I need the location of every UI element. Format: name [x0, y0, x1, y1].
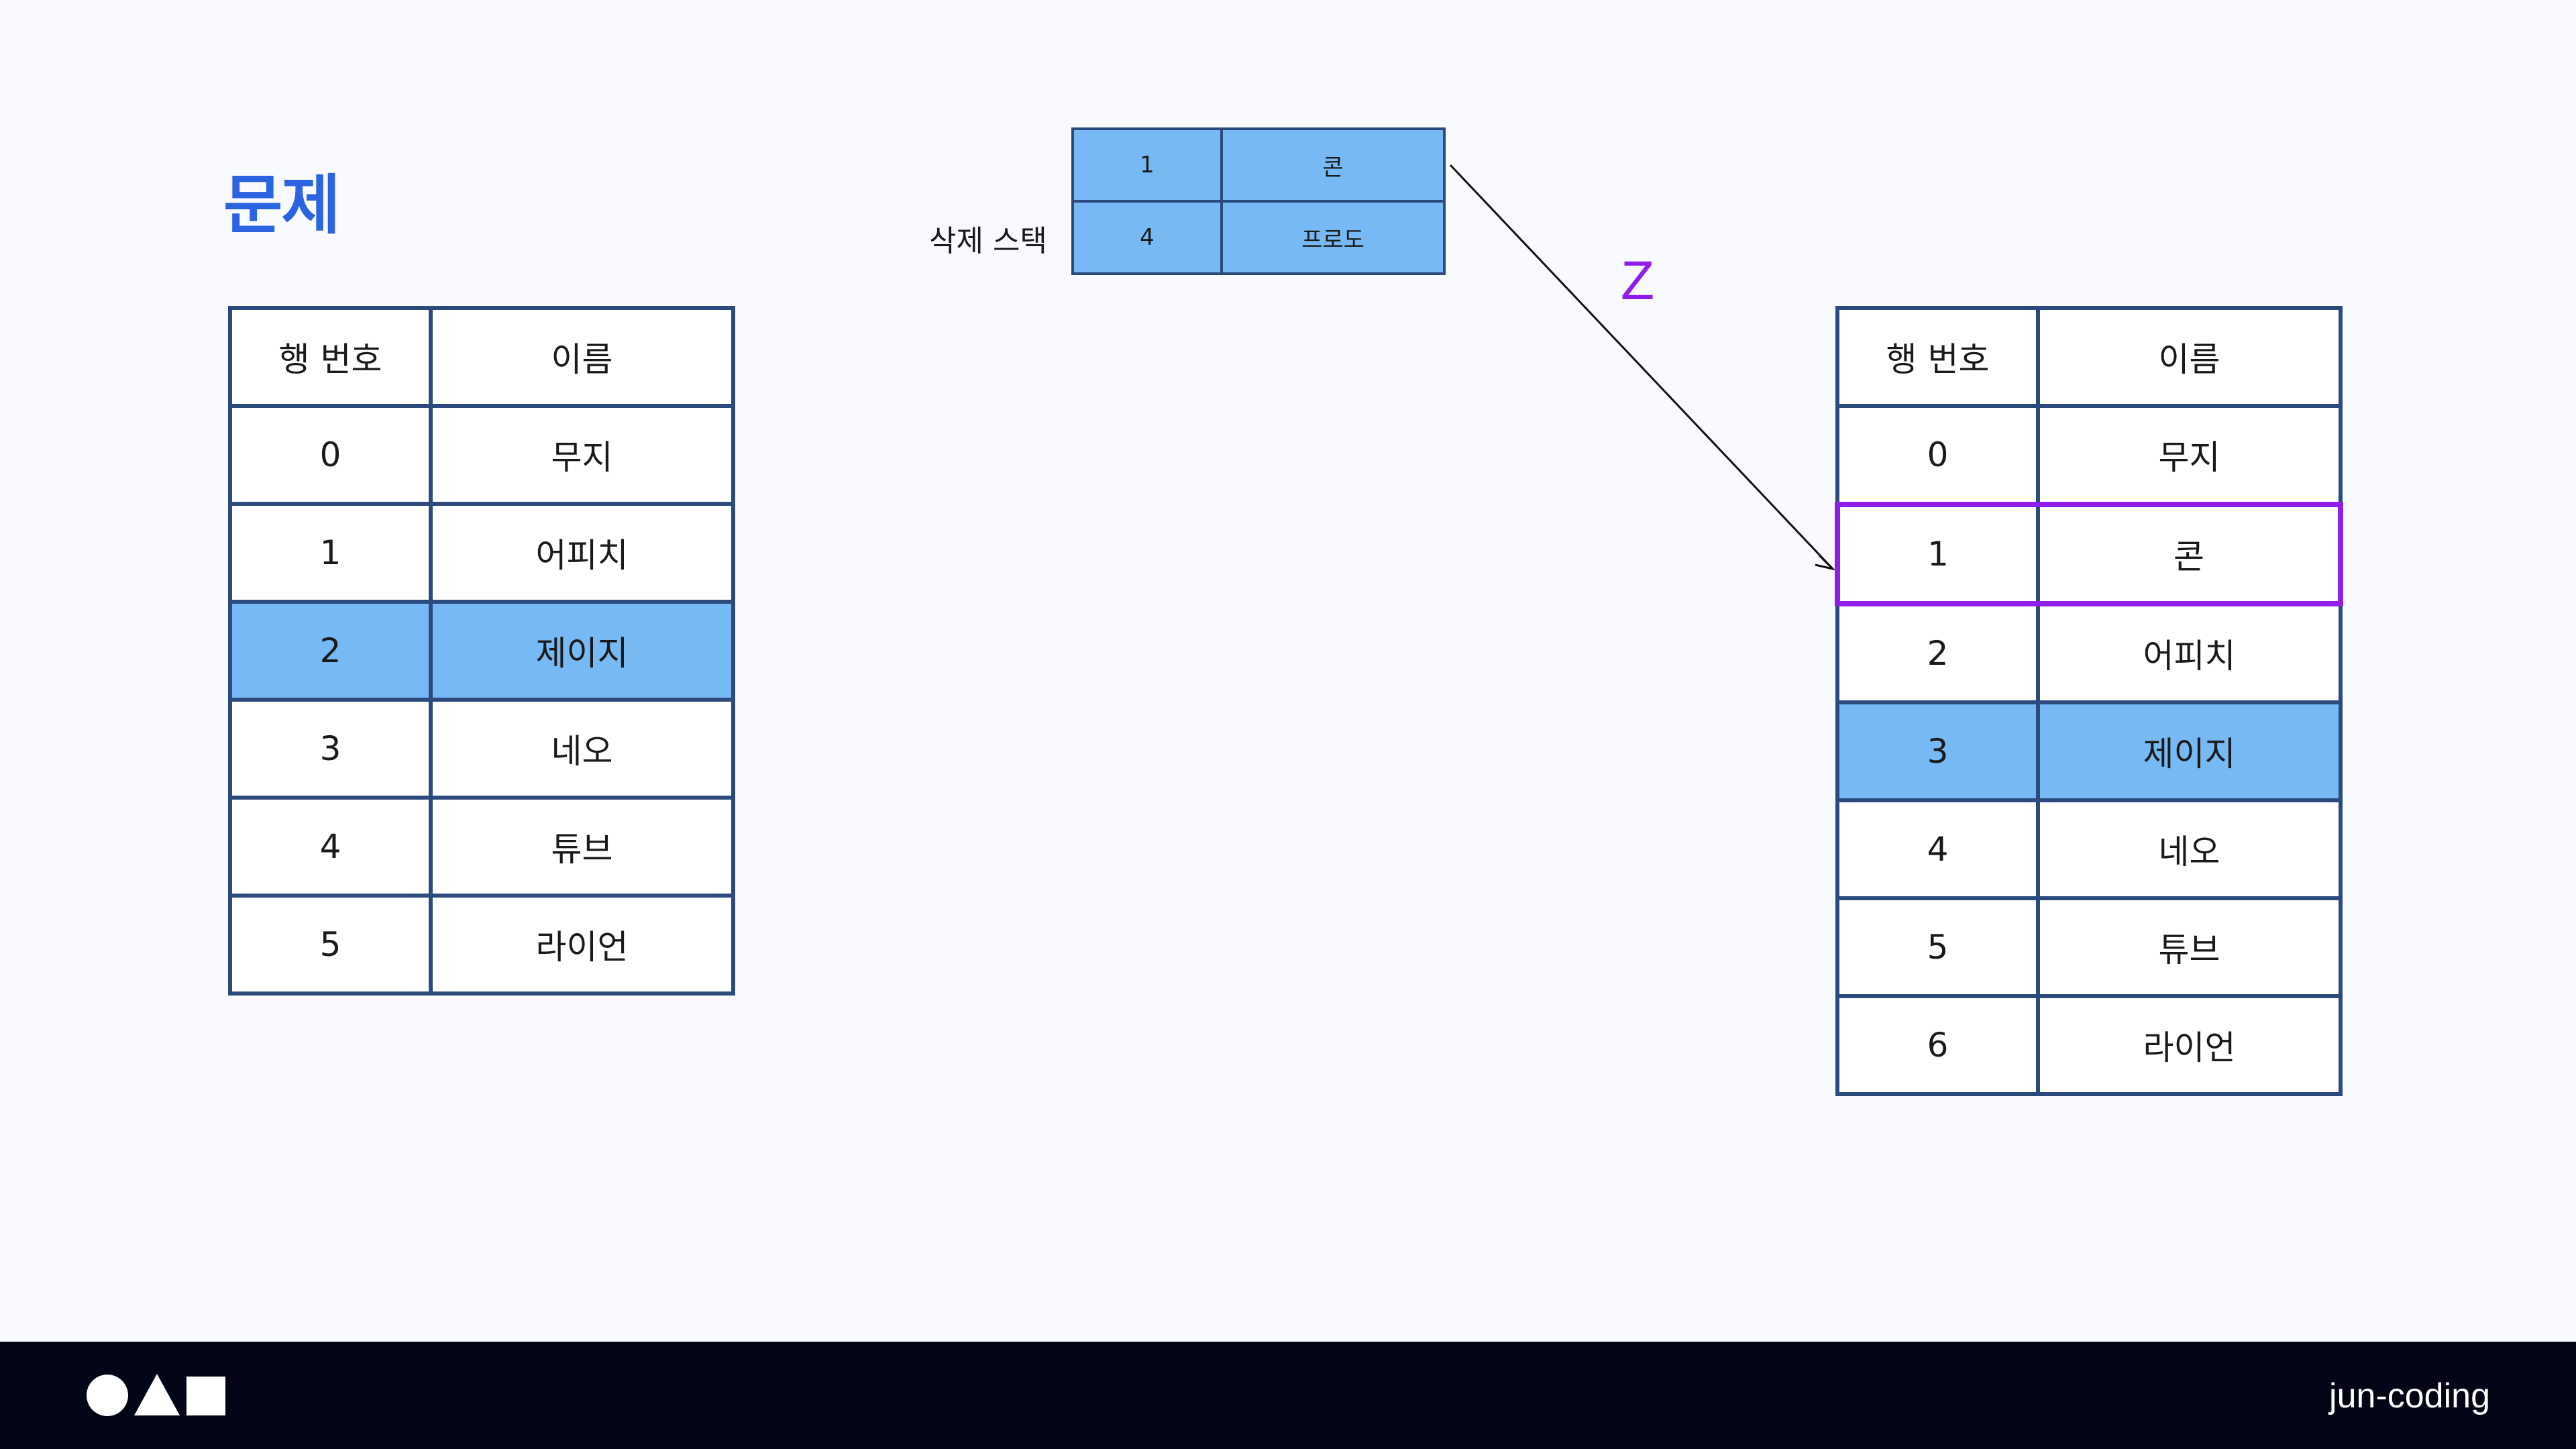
delete-stack-label: 삭제 스택: [929, 224, 1047, 258]
stack-row-number: 1: [1071, 127, 1223, 203]
table-row: 6 라이언: [1835, 994, 2343, 1096]
table-row-highlighted: 3 제이지: [1835, 700, 2343, 802]
name-cell: 무지: [2036, 404, 2343, 506]
table-row: 5 라이언: [228, 894, 735, 996]
row-number-cell: 5: [228, 894, 433, 996]
undo-key-label: Z: [1621, 250, 1655, 311]
name-cell: 튜브: [429, 796, 735, 898]
brand-logo: [87, 1374, 225, 1416]
name-cell: 제이지: [429, 600, 735, 702]
arrow-head-icon: [1815, 554, 1836, 571]
header-row-number: 행 번호: [1835, 306, 2040, 408]
name-cell: 라이언: [429, 894, 735, 996]
name-cell: 네오: [429, 698, 735, 800]
row-number-cell: 3: [228, 698, 433, 800]
name-cell: 어피치: [429, 502, 735, 604]
table-before: 행 번호 이름 0 무지 1 어피치 2 제이지 3 네오 4 튜브 5 라이언: [228, 306, 735, 996]
table-row: 2 어피치: [1835, 602, 2343, 704]
row-number-cell: 0: [228, 404, 433, 506]
table-header-row: 행 번호 이름: [228, 306, 735, 408]
arrow-line: [1449, 164, 1834, 570]
delete-stack: 1 콘 4 프로도: [1071, 127, 1446, 275]
table-row: 4 튜브: [228, 796, 735, 898]
name-cell: 네오: [2036, 798, 2343, 900]
table-row: 3 네오: [228, 698, 735, 800]
name-cell: 무지: [429, 404, 735, 506]
stack-name: 프로도: [1220, 200, 1446, 275]
table-row: 5 튜브: [1835, 896, 2343, 998]
table-row: 4 네오: [1835, 798, 2343, 900]
table-row-inserted: 1 콘: [1835, 502, 2343, 606]
header-row-number: 행 번호: [228, 306, 433, 408]
row-number-cell: 2: [1835, 602, 2040, 704]
name-cell: 어피치: [2036, 602, 2343, 704]
stack-row-number: 4: [1071, 200, 1223, 275]
name-cell: 라이언: [2036, 994, 2343, 1096]
header-name: 이름: [2036, 306, 2343, 408]
row-number-cell: 4: [1835, 798, 2040, 900]
table-row: 0 무지: [1835, 404, 2343, 506]
row-number-cell: 4: [228, 796, 433, 898]
row-number-cell: 1: [228, 502, 433, 604]
header-name: 이름: [429, 306, 735, 408]
name-cell: 제이지: [2036, 700, 2343, 802]
row-number-cell: 0: [1835, 404, 2040, 506]
name-cell: 콘: [2036, 502, 2343, 606]
stack-row: 1 콘: [1071, 127, 1446, 203]
table-row: 0 무지: [228, 404, 735, 506]
stack-row: 4 프로도: [1071, 200, 1446, 275]
footer-bar: jun-coding: [0, 1342, 2576, 1449]
table-after: 행 번호 이름 0 무지 1 콘 2 어피치 3 제이지 4 네오 5 튜브 6…: [1835, 306, 2343, 1096]
restore-arrow: [1449, 164, 1836, 571]
table-row-highlighted: 2 제이지: [228, 600, 735, 702]
footer-brand-text: jun-coding: [2329, 1377, 2490, 1415]
triangle-icon: [134, 1374, 180, 1415]
row-number-cell: 6: [1835, 994, 2040, 1096]
row-number-cell: 3: [1835, 700, 2040, 802]
table-row: 1 어피치: [228, 502, 735, 604]
name-cell: 튜브: [2036, 896, 2343, 998]
row-number-cell: 2: [228, 600, 433, 702]
circle-icon: [87, 1375, 128, 1416]
table-header-row: 행 번호 이름: [1835, 306, 2343, 408]
row-number-cell: 5: [1835, 896, 2040, 998]
row-number-cell: 1: [1835, 502, 2040, 606]
page-title: 문제: [223, 168, 341, 243]
square-icon: [186, 1377, 225, 1415]
stack-name: 콘: [1220, 127, 1446, 203]
